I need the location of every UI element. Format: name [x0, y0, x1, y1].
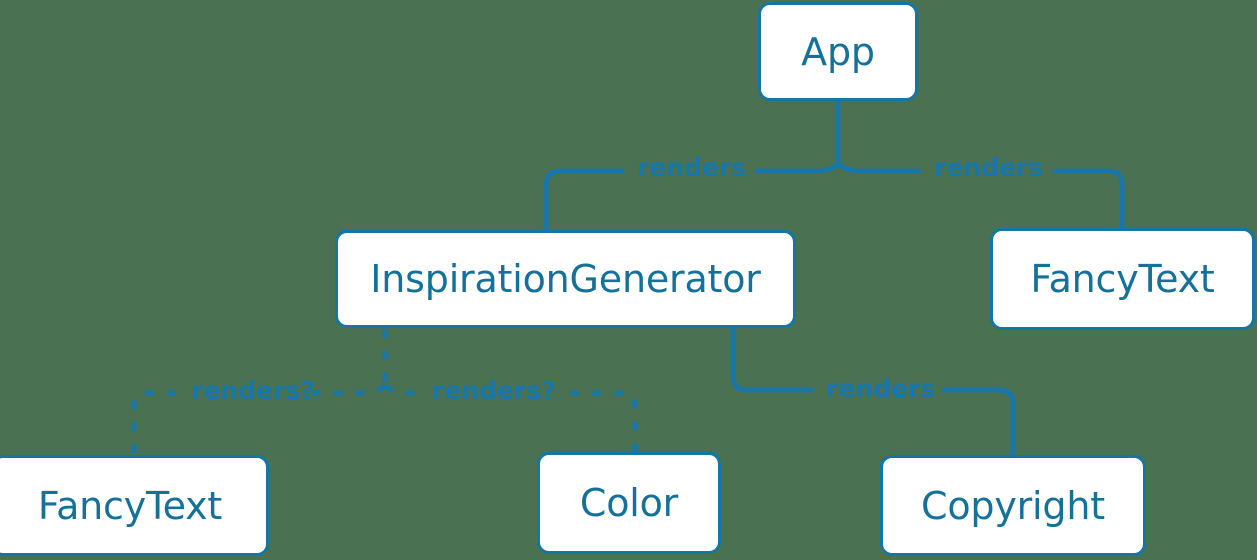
edge-label-inspirationgenerator-to-copyright: renders [826, 374, 936, 403]
edge-inspirationgenerator-to-color-left [383, 383, 414, 396]
edge-app-to-fancytext-right [1052, 168, 1125, 231]
node-fancytext-right-label: FancyText [1030, 257, 1215, 301]
edge-label-inspirationgenerator-to-fancytext: renders? [191, 376, 315, 405]
node-fancytext-bottom-left-label: FancyText [37, 483, 223, 528]
node-app[interactable]: App [758, 2, 918, 101]
node-fancytext-bottom-left[interactable]: FancyText [0, 455, 269, 556]
edge-inspirationgenerator-to-copyright-end [941, 387, 1016, 458]
edge-app-to-inspirationgenerator-left [543, 168, 625, 233]
node-inspirationgenerator-label: InspirationGenerator [370, 257, 761, 301]
edge-label-inspirationgenerator-to-color: renders? [432, 376, 556, 405]
edge-label-app-to-fancytext: renders [934, 153, 1044, 182]
node-color[interactable]: Color [537, 452, 721, 554]
edge-inspirationgenerator-to-fancytext-left [131, 390, 176, 455]
node-copyright[interactable]: Copyright [880, 455, 1146, 556]
edge-app-to-inspirationgenerator-right [754, 161, 841, 174]
edge-inspirationgenerator-to-copyright-start [730, 326, 814, 393]
node-app-label: App [801, 29, 875, 74]
edge-inspirationgenerator-to-fancytext-right [305, 383, 387, 396]
node-color-label: Color [579, 481, 679, 525]
edge-app-to-fancytext-left [835, 161, 922, 174]
node-fancytext-right[interactable]: FancyText [990, 228, 1255, 330]
node-copyright-label: Copyright [921, 483, 1105, 528]
edge-label-app-to-inspirationgenerator: renders [637, 153, 747, 182]
edge-inspirationgenerator-to-color-right [570, 390, 638, 452]
node-inspirationgenerator[interactable]: InspirationGenerator [335, 230, 796, 328]
